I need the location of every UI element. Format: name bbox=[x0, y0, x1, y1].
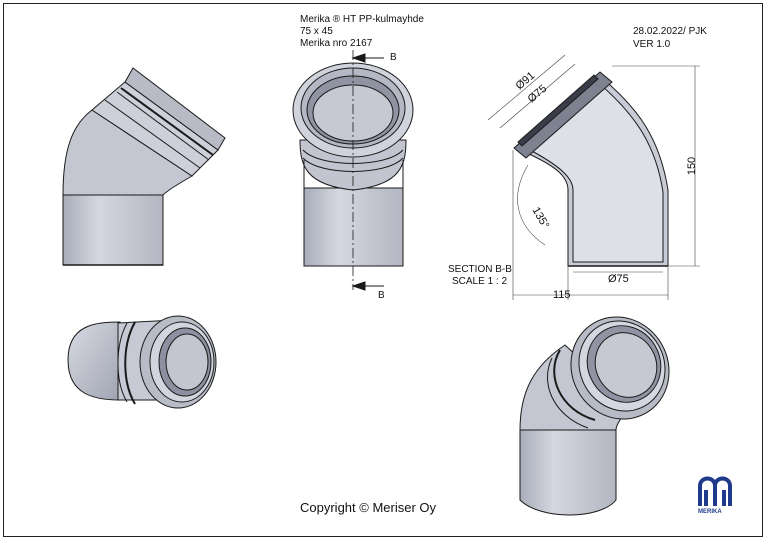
revision-date: 28.02.2022/ PJK bbox=[633, 26, 707, 37]
elbow-front-view bbox=[292, 50, 414, 291]
dimension-lines bbox=[487, 54, 700, 300]
section-marker-bottom: B bbox=[378, 290, 385, 301]
section-label: SECTION B-B bbox=[448, 264, 512, 275]
elbow-isometric-view bbox=[519, 316, 670, 516]
dim-width: 115 bbox=[553, 289, 571, 301]
section-b-b-view bbox=[487, 54, 700, 300]
drawing-frame bbox=[3, 3, 763, 537]
section-marker-top: B bbox=[390, 52, 397, 63]
product-size: 75 x 45 bbox=[300, 26, 333, 37]
section-scale: SCALE 1 : 2 bbox=[452, 276, 508, 287]
dim-bottom-diameter: Ø75 bbox=[608, 273, 629, 285]
logo-text: MERIKA bbox=[698, 509, 722, 515]
elbow-end-view bbox=[67, 315, 217, 409]
elbow-side-view bbox=[62, 67, 226, 266]
copyright-text: Copyright © Meriser Oy bbox=[300, 500, 436, 515]
dim-height: 150 bbox=[686, 156, 699, 176]
product-number: Merika nro 2167 bbox=[300, 38, 373, 49]
revision-version: VER 1.0 bbox=[633, 39, 671, 50]
merika-logo bbox=[698, 476, 732, 506]
product-name: Merika ® HT PP-kulmayhde bbox=[300, 14, 424, 25]
